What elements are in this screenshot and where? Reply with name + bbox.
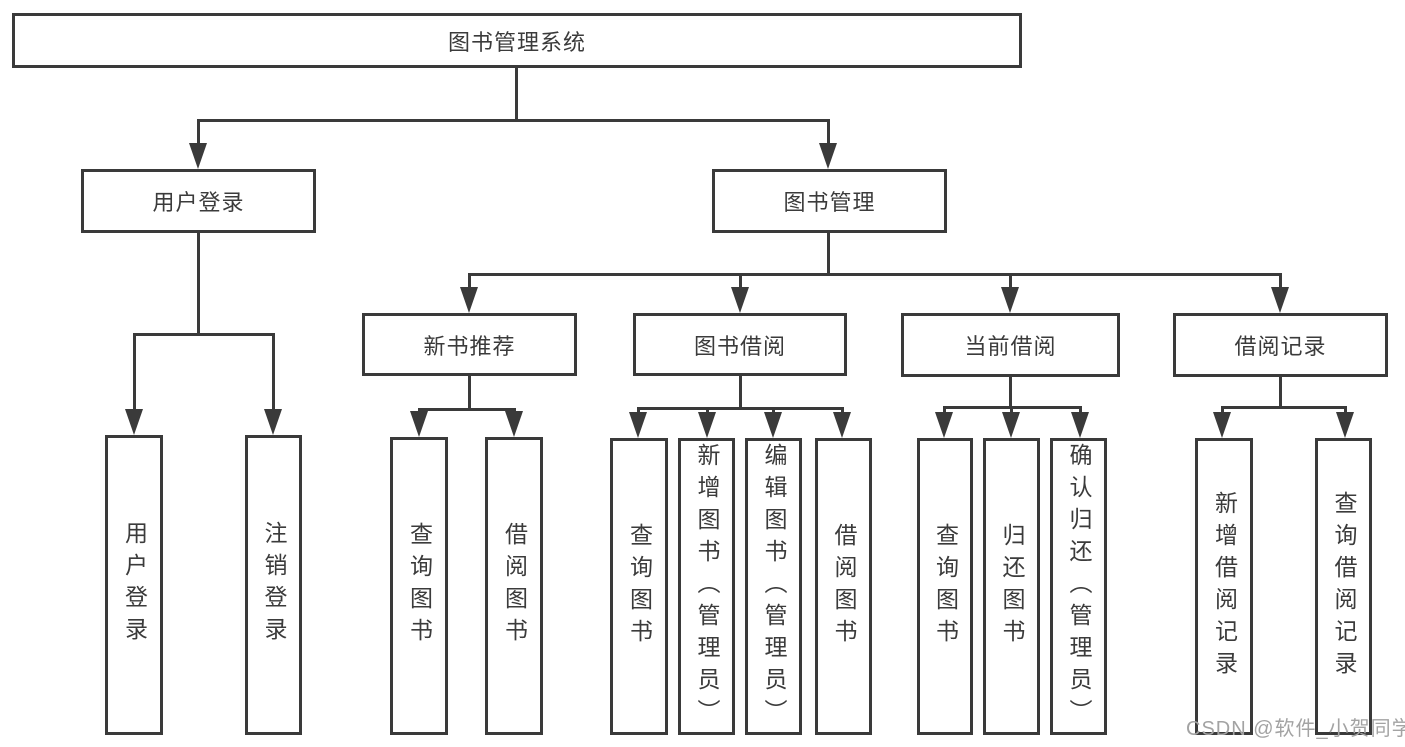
node-book-management-label: 图书管理: [783, 190, 876, 215]
leaf-borrow-book-1: 借阅图书: [485, 437, 543, 735]
connector-drop: [827, 119, 830, 145]
node-current-borrow-label: 当前借阅: [964, 334, 1057, 359]
connector-drop: [1344, 406, 1347, 414]
connector-drop: [637, 407, 640, 414]
connector-drop: [133, 333, 136, 411]
leaf-edit-book-admin-label: 编辑图书（管理员）: [761, 442, 787, 731]
leaf-query-book-1-label: 查询图书: [406, 522, 433, 650]
arrowhead-down: [264, 409, 282, 435]
leaf-query-book-3: 查询图书: [917, 438, 973, 735]
arrowhead-down: [819, 143, 837, 169]
leaf-query-book-2: 查询图书: [610, 438, 668, 735]
connector-drop: [272, 333, 275, 411]
connector-drop: [1221, 406, 1224, 414]
node-root-label: 图书管理系统: [447, 29, 586, 55]
connector-drop: [1079, 406, 1082, 414]
leaf-return-book-label: 归还图书: [999, 522, 1025, 651]
connector-drop: [943, 406, 946, 414]
connector-drop: [197, 119, 200, 145]
arrowhead-down: [935, 412, 953, 438]
connector-rail: [418, 408, 515, 411]
connector-drop: [739, 273, 742, 289]
arrowhead-down: [629, 412, 647, 438]
leaf-user-login-label: 用户登录: [121, 521, 148, 649]
leaf-query-borrow-record: 查询借阅记录: [1315, 438, 1372, 735]
node-root: 图书管理系统: [12, 13, 1022, 68]
leaf-add-book-admin: 新增图书（管理员）: [678, 438, 735, 735]
node-user-login: 用户登录: [81, 169, 316, 233]
connector-drop: [513, 408, 516, 413]
leaf-edit-book-admin: 编辑图书（管理员）: [745, 438, 802, 735]
leaf-add-borrow-record-label: 新增借阅记录: [1211, 490, 1238, 683]
connector-stem: [468, 376, 471, 411]
leaf-return-book: 归还图书: [983, 438, 1040, 735]
connector-rail: [637, 407, 843, 410]
leaf-borrow-book-1-label: 借阅图书: [501, 522, 528, 650]
node-book-borrow: 图书借阅: [633, 313, 847, 376]
arrowhead-down: [505, 411, 523, 437]
connector-stem: [1009, 377, 1012, 409]
arrowhead-down: [1336, 412, 1354, 438]
arrowhead-down: [1071, 412, 1089, 438]
connector-drop: [468, 273, 471, 289]
connector-drop: [1279, 273, 1282, 289]
leaf-query-book-3-label: 查询图书: [932, 522, 959, 651]
leaf-user-login: 用户登录: [105, 435, 163, 735]
node-book-borrow-label: 图书借阅: [693, 333, 786, 359]
arrowhead-down: [189, 143, 207, 169]
leaf-borrow-book-2: 借阅图书: [815, 438, 872, 735]
arrowhead-down: [125, 409, 143, 435]
node-book-management: 图书管理: [712, 169, 947, 233]
arrowhead-down: [460, 287, 478, 313]
connector-drop: [841, 407, 844, 414]
connector-drop: [418, 408, 421, 413]
leaf-borrow-book-2-label: 借阅图书: [831, 522, 857, 651]
arrowhead-down: [1213, 412, 1231, 438]
node-new-book-recommend-label: 新书推荐: [423, 333, 516, 359]
leaf-query-book-2-label: 查询图书: [626, 522, 653, 651]
arrowhead-down: [764, 412, 782, 438]
leaf-query-book-1: 查询图书: [390, 437, 448, 735]
connector-rail: [197, 119, 830, 122]
leaf-logout-label: 注销登录: [261, 521, 287, 649]
arrowhead-down: [1271, 287, 1289, 313]
arrowhead-down: [698, 412, 716, 438]
connector-drop: [772, 407, 775, 414]
leaf-logout: 注销登录: [245, 435, 302, 735]
node-new-book-recommend: 新书推荐: [362, 313, 577, 376]
connector-stem: [827, 233, 830, 276]
connector-stem: [1279, 377, 1282, 409]
node-current-borrow: 当前借阅: [901, 313, 1120, 377]
node-borrow-records-label: 借阅记录: [1234, 334, 1327, 359]
connector-stem: [197, 233, 200, 336]
leaf-add-borrow-record: 新增借阅记录: [1195, 438, 1253, 735]
connector-drop: [1009, 273, 1012, 289]
node-user-login-label: 用户登录: [152, 190, 245, 215]
connector-stem: [515, 68, 518, 119]
leaf-confirm-return-admin: 确认归还（管理员）: [1050, 438, 1107, 735]
connector-stem: [739, 376, 742, 410]
connector-drop: [706, 407, 709, 414]
connector-rail: [133, 333, 274, 336]
leaf-query-borrow-record-label: 查询借阅记录: [1331, 490, 1357, 683]
leaf-confirm-return-admin-label: 确认归还（管理员）: [1066, 442, 1092, 731]
arrowhead-down: [1002, 412, 1020, 438]
node-borrow-records: 借阅记录: [1173, 313, 1388, 377]
arrowhead-down: [410, 411, 428, 437]
csdn-watermark: CSDN @软件_小贺同学: [1186, 718, 1405, 740]
connector-rail: [468, 273, 1281, 276]
connector-drop: [1010, 406, 1013, 414]
arrowhead-down: [833, 412, 851, 438]
arrowhead-down: [1001, 287, 1019, 313]
arrowhead-down: [731, 287, 749, 313]
leaf-add-book-admin-label: 新增图书（管理员）: [694, 442, 720, 731]
connector-rail: [1221, 406, 1346, 409]
